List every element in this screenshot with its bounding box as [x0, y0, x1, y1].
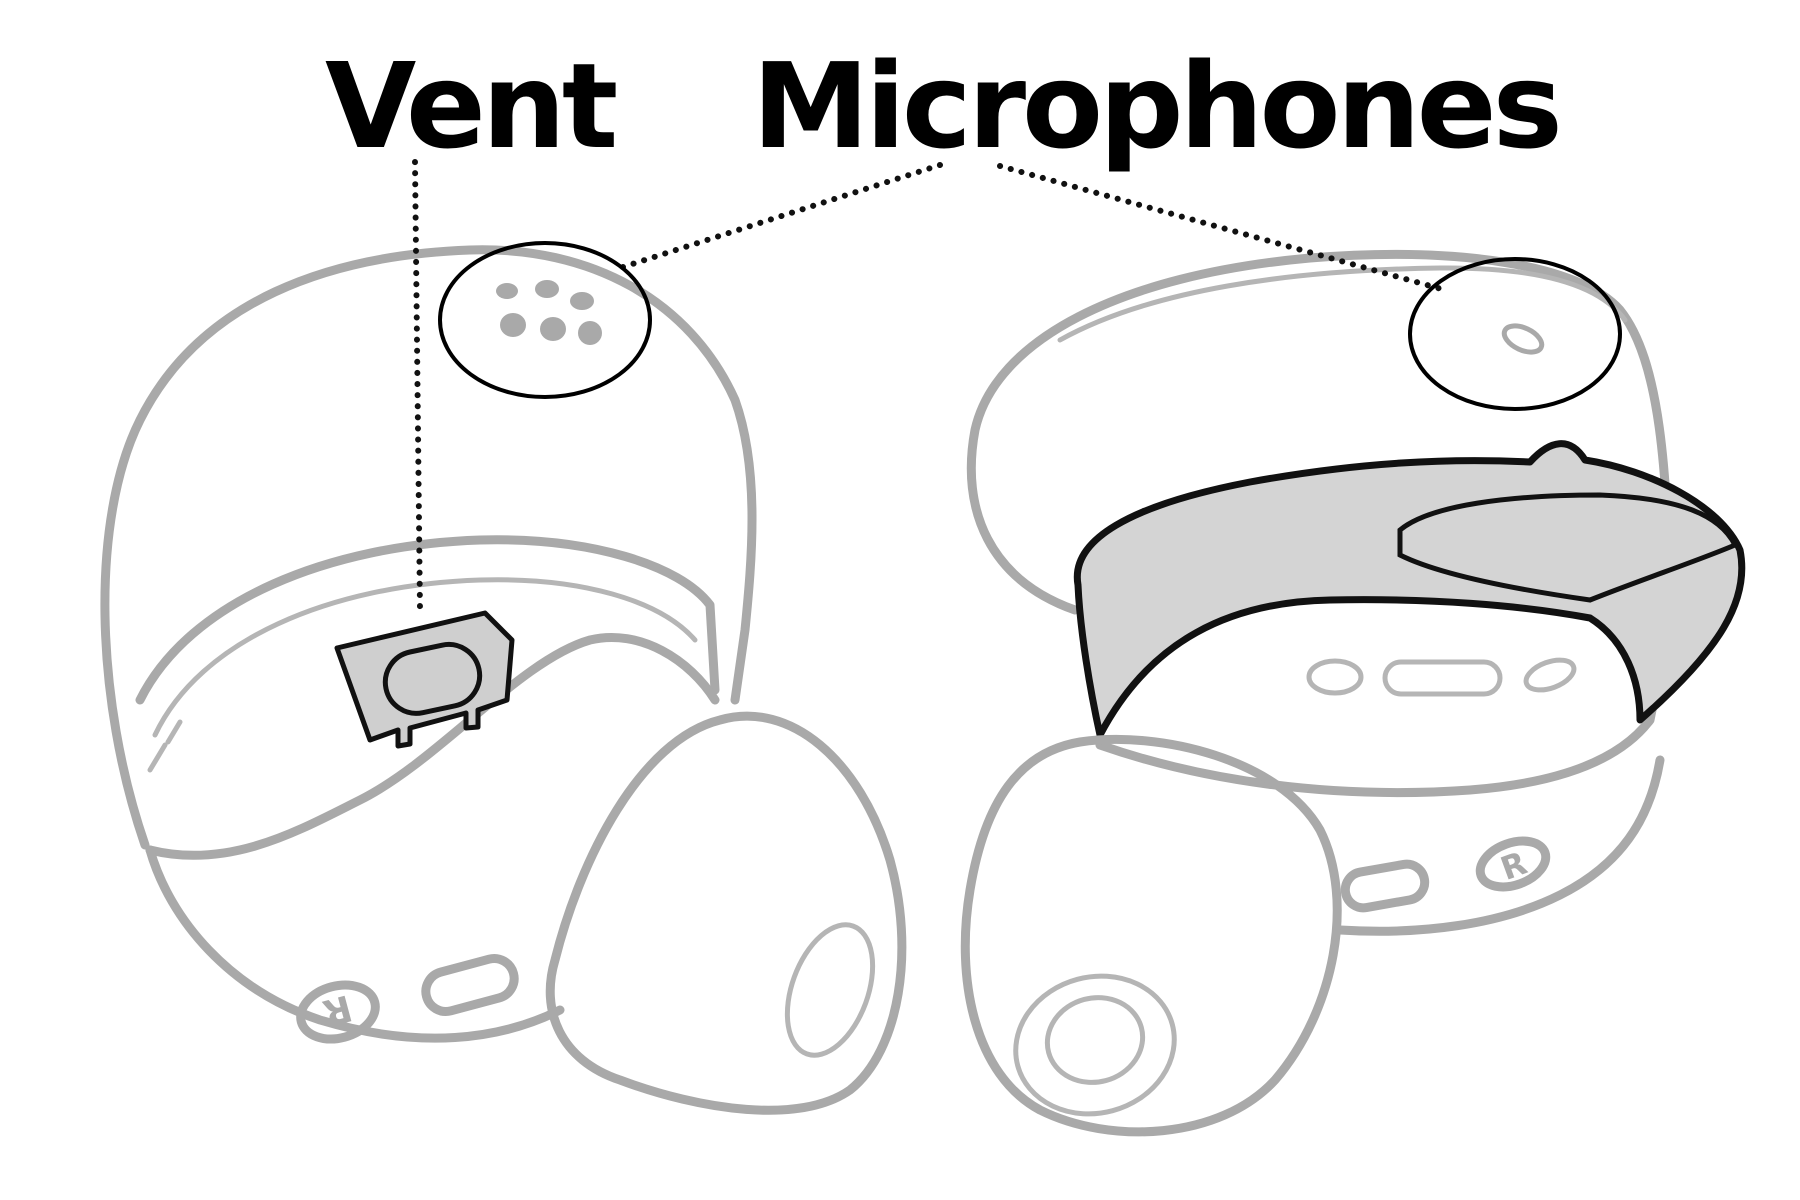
right-microphone-highlight-ring [1410, 259, 1620, 409]
microphones-label: Microphones [752, 37, 1559, 175]
right-earbud-sensor-left [1309, 661, 1361, 693]
right-earbud-ear-tip-nozzle-inner [1038, 987, 1152, 1093]
left-earbud-mic-holes [496, 280, 602, 345]
right-earbud: R [965, 254, 1742, 1131]
right-earbud-pill-sensor [1342, 861, 1427, 910]
left-earbud-side-slot [150, 722, 180, 770]
right-earbud-wing-tip [1077, 444, 1742, 735]
left-earbud: R [105, 250, 902, 1110]
right-earbud-mic-hole [1500, 321, 1546, 358]
left-earbud-ear-tip [550, 716, 902, 1110]
vent-label: Vent [325, 37, 616, 175]
microphones-leader-left [620, 165, 940, 268]
left-earbud-r-letter: R [319, 986, 356, 1033]
right-earbud-sensor-right [1522, 654, 1578, 696]
right-earbud-r-letter: R [1496, 844, 1532, 888]
right-earbud-rim-top [1060, 268, 1625, 340]
left-earbud-ear-tip-hole [771, 913, 889, 1067]
right-earbud-lower-shell [1100, 620, 1670, 793]
left-earbud-bottom [150, 850, 560, 1038]
vent-grille [337, 613, 512, 746]
right-earbud-sensor-center [1385, 662, 1500, 694]
left-earbud-pill-sensor [421, 954, 518, 1016]
